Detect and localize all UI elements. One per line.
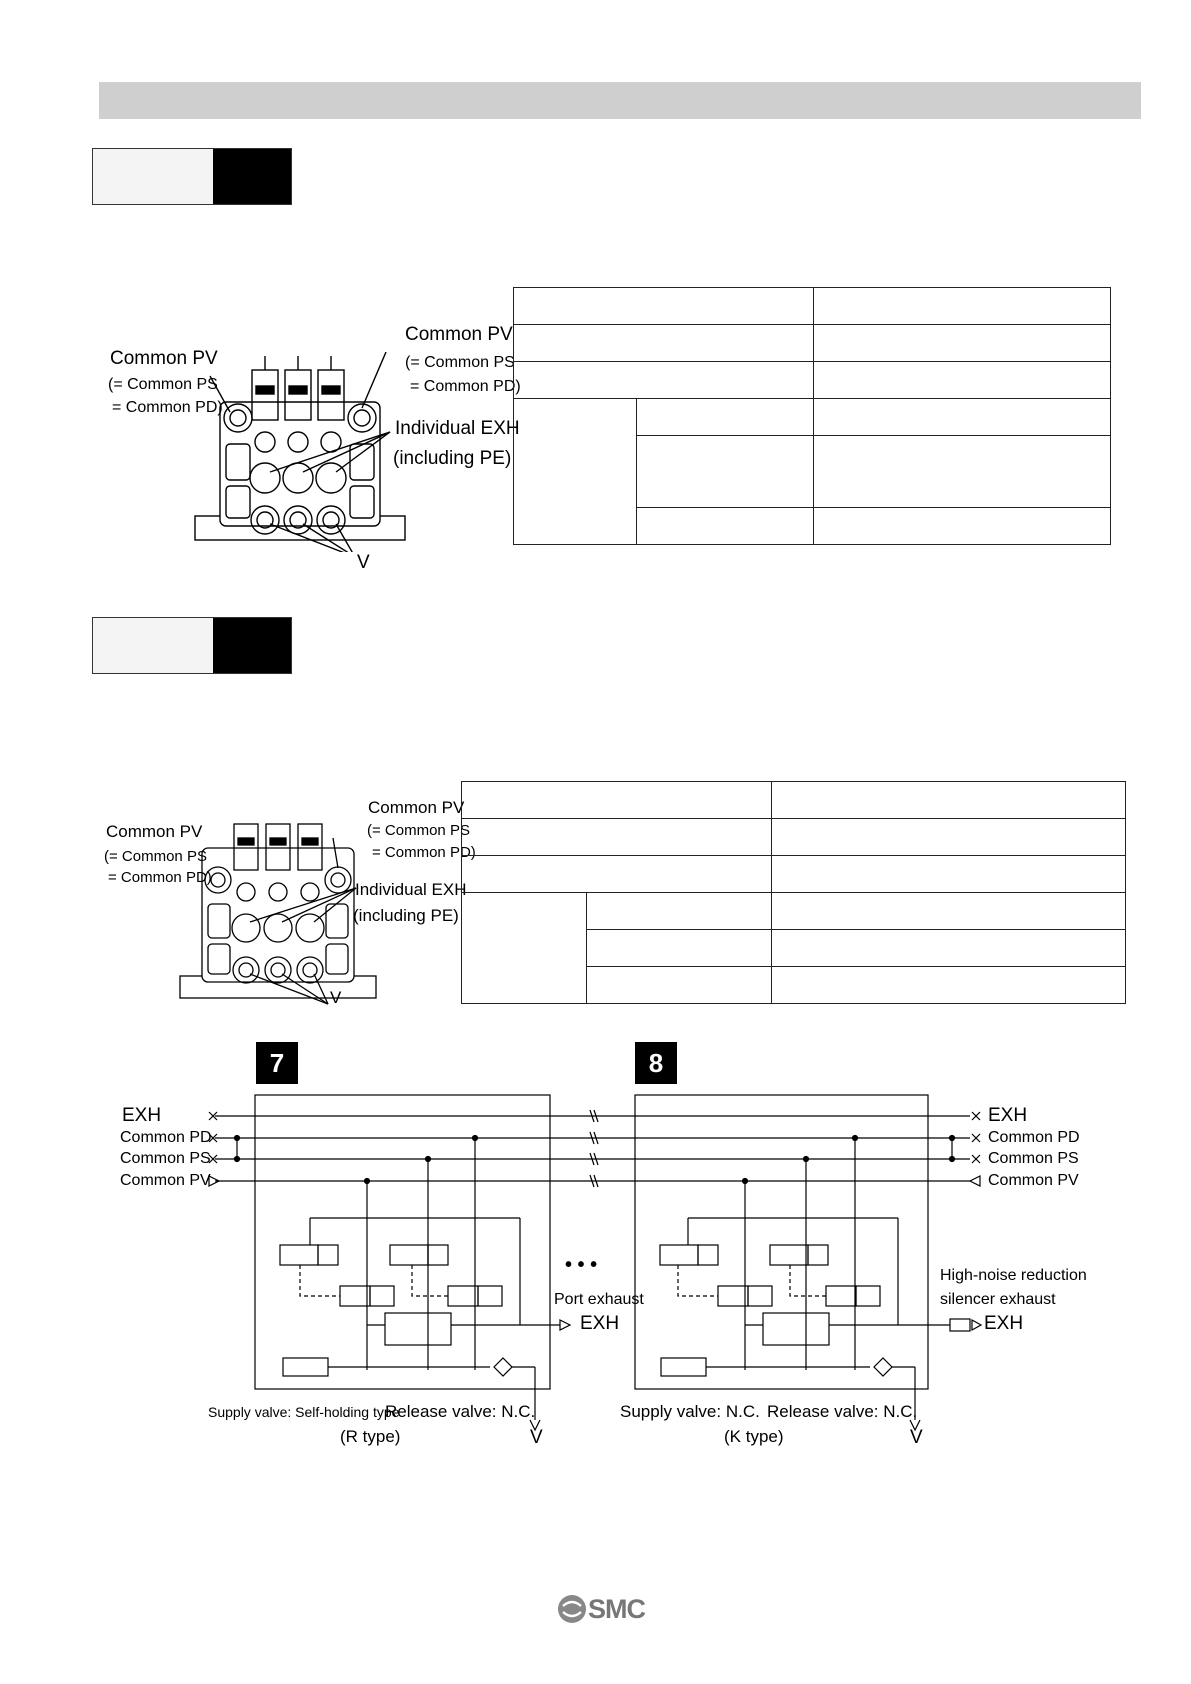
spec-table-2	[461, 781, 1126, 1004]
label2-common-pv-left: Common PV	[106, 822, 203, 841]
label-v: V	[357, 552, 370, 573]
section-header-bar	[99, 82, 1141, 119]
left-port-common-ps: Common PS	[120, 1150, 211, 1167]
label-left-type: (R type)	[340, 1427, 401, 1446]
label2-v: V	[330, 988, 342, 1007]
model-tag-black-2	[213, 618, 291, 673]
smc-logo-text: SMC	[588, 1594, 646, 1624]
right-port-common-ps: Common PS	[988, 1150, 1079, 1167]
pneumatic-circuit-diagram	[208, 1094, 983, 1432]
label-common-pd-left: = Common PD)	[112, 399, 223, 416]
label2-common-ps-left: (= Common PS	[104, 848, 207, 865]
label2-common-ps-right: (= Common PS	[367, 822, 470, 839]
label-common-pd-right: = Common PD)	[410, 378, 521, 395]
label-including-pe: (including PE)	[393, 448, 512, 469]
right-port-exh: EXH	[988, 1105, 1028, 1126]
spec-table-1	[513, 287, 1111, 545]
label-v-left: V	[530, 1427, 543, 1448]
label2-individual-exh: Individual EXH	[355, 880, 467, 899]
label-exh-left: EXH	[580, 1313, 620, 1334]
left-port-common-pd: Common PD	[120, 1129, 212, 1146]
label-right-supply: Supply valve: N.C.	[620, 1402, 760, 1421]
right-port-common-pv: Common PV	[988, 1172, 1079, 1189]
label-right-release: Release valve: N.C.	[767, 1402, 918, 1421]
right-port-common-pd: Common PD	[988, 1129, 1080, 1146]
label-common-pv-left: Common PV	[110, 348, 218, 369]
label-right-type: (K type)	[724, 1427, 784, 1446]
left-port-exh: EXH	[122, 1105, 162, 1126]
model-tag-black	[213, 149, 291, 204]
label-high-noise-2: silencer exhaust	[940, 1291, 1056, 1308]
smc-logo-icon	[558, 1595, 586, 1623]
label2-common-pd-right: = Common PD)	[372, 844, 476, 861]
label-v-right: V	[910, 1427, 923, 1448]
label2-common-pv-right: Common PV	[368, 798, 465, 817]
label-left-release: Release valve: N.C.	[385, 1402, 536, 1421]
label-exh-right: EXH	[984, 1313, 1024, 1334]
label-individual-exh: Individual EXH	[395, 418, 520, 439]
label-left-supply: Supply valve: Self-holding type	[208, 1404, 400, 1420]
label2-common-pd-left: = Common PD)	[108, 869, 212, 886]
continuation-dots: • • •	[565, 1254, 598, 1276]
label2-including-pe: (including PE)	[353, 906, 459, 925]
circuit-badge-7: 7	[256, 1042, 298, 1084]
manifold-illustration-1	[194, 352, 406, 552]
model-tag-box-2	[92, 617, 292, 674]
smc-logo: SMC	[557, 1594, 646, 1625]
label-port-exhaust: Port exhaust	[554, 1291, 644, 1308]
manifold-illustration-2	[179, 823, 377, 1005]
model-tag-box	[92, 148, 292, 205]
label-common-ps-right: (= Common PS	[405, 354, 515, 371]
circuit-badge-8: 8	[635, 1042, 677, 1084]
label-common-pv-right: Common PV	[405, 324, 513, 345]
label-common-ps-left: (= Common PS	[108, 376, 218, 393]
label-high-noise-1: High-noise reduction	[940, 1267, 1087, 1284]
left-port-common-pv: Common PV	[120, 1172, 211, 1189]
